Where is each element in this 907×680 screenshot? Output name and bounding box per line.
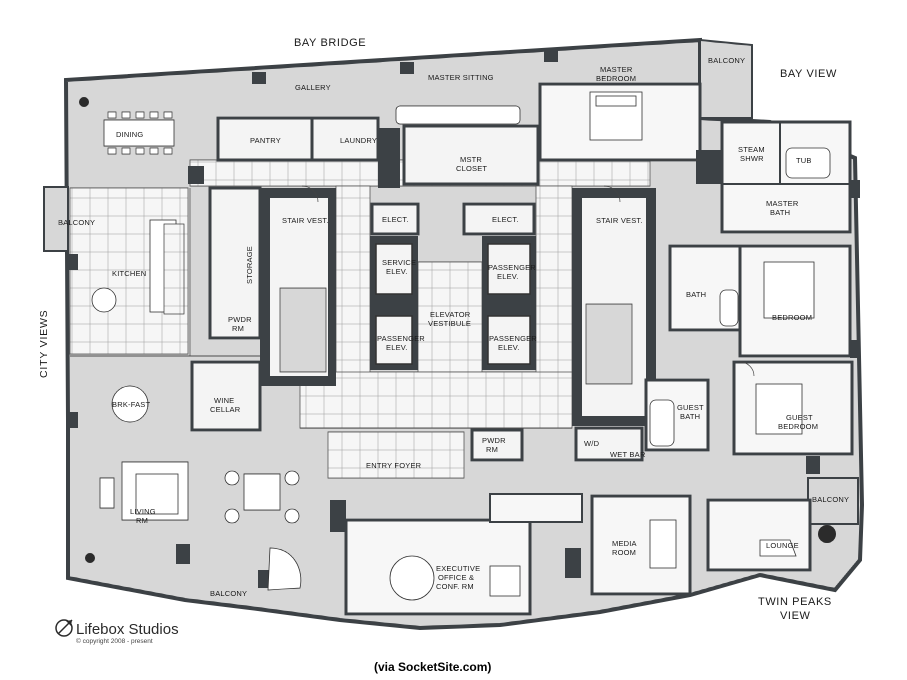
room-elect-right: ELECT. [492,215,519,224]
room-brk-fast: BRK-FAST [112,400,150,409]
room-passenger-elev-br-2: ELEV. [498,343,520,352]
room-elevator-vestibule-1: ELEVATOR [430,310,471,319]
room-passenger-elev-bl-1: PASSENGER [377,334,425,343]
room-elevator-vestibule-2: VESTIBULE [428,319,471,328]
room-master-bedroom-2: BEDROOM [596,74,636,83]
room-pwdr-rm-center-2: RM [486,445,498,454]
room-living-rm-1: LIVING [130,507,156,516]
room-master-bath-1: MASTER [766,199,799,208]
room-mstr-closet-2: CLOSET [456,164,487,173]
room-pwdr-rm-left-2: RM [232,324,244,333]
room-balcony-w: BALCONY [58,218,95,227]
room-pwdr-rm-left-1: PWDR [228,315,252,324]
room-dining: DINING [116,130,143,139]
brand-name: Lifebox Studios [76,621,179,638]
room-guest-bedroom-1: GUEST [786,413,813,422]
room-wd: W/D [584,439,600,448]
label-bay-bridge: BAY BRIDGE [294,37,366,49]
elevator-vestibule-floor [417,261,483,373]
furniture [91,91,831,601]
label-bay-view: BAY VIEW [780,68,837,80]
room-pantry: PANTRY [250,136,281,145]
room-media-room-1: MEDIA [612,539,637,548]
room-media-room-2: ROOM [612,548,636,557]
room-gallery: GALLERY [295,83,331,92]
label-twin-peaks: TWIN PEAKS [758,596,832,608]
room-executive-office-1: EXECUTIVE [436,564,480,573]
room-passenger-elev-bl-2: ELEV. [386,343,408,352]
room-lounge: LOUNGE [766,541,799,550]
room-passenger-elev-br-1: PASSENGER [489,334,537,343]
room-master-sitting: MASTER SITTING [428,73,494,82]
room-service-elev-1: SERVICE [382,258,416,267]
lifebox-logo-icon [55,619,73,637]
room-wet-bar: WET BAR [610,450,646,459]
room-stair-vest-left: STAIR VEST. [282,216,329,225]
core-walls [190,116,656,462]
room-balcony-ne: BALCONY [708,56,745,65]
room-living-rm-2: RM [136,516,148,525]
room-executive-office-2: OFFICE & [438,573,474,582]
brand-copyright: © copyright 2008 - present [76,637,153,645]
room-entry-foyer: ENTRY FOYER [366,461,422,470]
detail-lines [70,159,755,429]
label-city-views: CITY VIEWS [38,310,50,378]
room-service-elev-2: ELEV. [386,267,408,276]
room-balcony-s: BALCONY [210,589,247,598]
stair-right [585,303,633,385]
room-passenger-elev-tr-2: ELEV. [497,272,519,281]
room-stair-vest-right: STAIR VEST. [596,216,643,225]
room-elect-left: ELECT. [382,215,409,224]
branding: Lifebox Studios © copyright 2008 - prese… [55,619,179,645]
room-laundry: LAUNDRY [340,136,377,145]
room-pwdr-rm-center-1: PWDR [482,436,506,445]
balcony-w-deck [43,186,69,252]
room-bath: BATH [686,290,706,299]
edge-labels: BAY BRIDGE BAY VIEW CITY VIEWS TWIN PEAK… [38,37,837,622]
room-guest-bedroom-2: BEDROOM [778,422,818,431]
room-passenger-elev-tr-1: PASSENGER [488,263,536,272]
room-executive-office-3: CONF. RM [436,582,474,591]
room-storage: STORAGE [245,246,254,284]
room-wine-cellar-1: WINE [214,396,234,405]
room-balcony-se: BALCONY [812,495,849,504]
room-tub: TUB [796,156,812,165]
room-labels: GALLERY MASTER SITTING MASTER BEDROOM BA… [58,56,849,598]
room-mstr-closet-1: MSTR [460,155,482,164]
room-kitchen: KITCHEN [112,269,146,278]
stair-left [279,287,327,373]
entry-foyer-floor [327,431,465,479]
room-master-bedroom-1: MASTER [600,65,633,74]
room-guest-bath-1: GUEST [677,403,704,412]
room-guest-bath-2: BATH [680,412,700,421]
columns [66,50,860,588]
balcony-ne-deck [699,38,753,119]
room-wine-cellar-2: CELLAR [210,405,241,414]
room-steam-shwr-1: STEAM [738,145,765,154]
label-twin-peaks-view: VIEW [780,610,811,622]
room-bedroom: BEDROOM [772,313,812,322]
lower-core-floor [299,371,573,429]
room-steam-shwr-2: SHWR [740,154,764,163]
source-credit: (via SocketSite.com) [374,660,491,674]
room-master-bath-2: BATH [770,208,790,217]
